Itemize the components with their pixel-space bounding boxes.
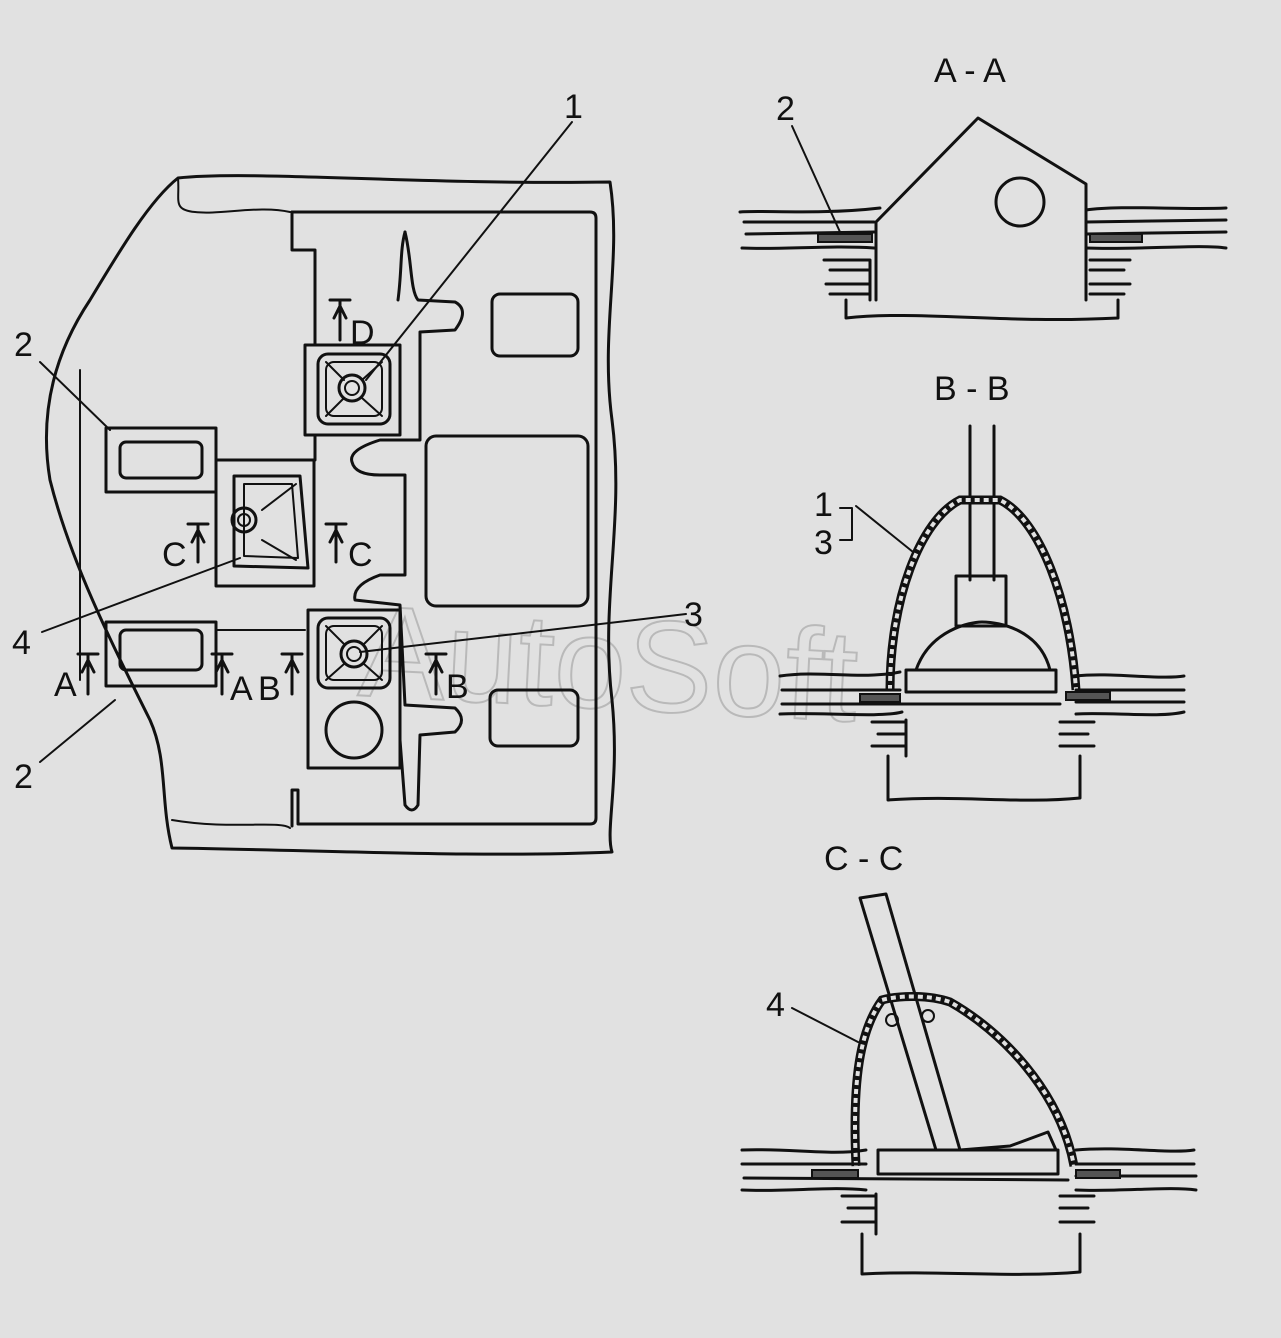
section-bb: B - B 1 3: [778, 370, 1186, 802]
callout-1: 1: [564, 88, 583, 126]
section-cc-title: C - C: [824, 840, 903, 878]
plan-view: 1 2 2 3 4 D C C A A B B: [12, 88, 703, 856]
section-mark-c-left: C: [162, 536, 187, 574]
section-bb-callout-3: 3: [814, 524, 833, 562]
section-mark-a-right: A: [230, 670, 253, 708]
callout-2-lower: 2: [14, 758, 33, 796]
section-cc: C - C 4: [740, 840, 1198, 1276]
section-bb-callout-1: 1: [814, 486, 833, 524]
section-cc-callout-4: 4: [766, 986, 785, 1024]
section-mark-a-left: A: [54, 666, 77, 704]
section-mark-c-right: C: [348, 536, 373, 574]
callout-4: 4: [12, 624, 31, 662]
section-aa-title: A - A: [934, 52, 1006, 90]
callout-2-upper: 2: [14, 326, 33, 364]
section-mark-b-right: B: [446, 668, 469, 706]
section-mark-b-left: B: [258, 670, 281, 708]
section-aa: A - A 2: [738, 52, 1228, 322]
section-aa-callout-2: 2: [776, 90, 795, 128]
callout-3: 3: [684, 596, 703, 634]
section-mark-d: D: [350, 314, 375, 352]
section-bb-title: B - B: [934, 370, 1010, 408]
